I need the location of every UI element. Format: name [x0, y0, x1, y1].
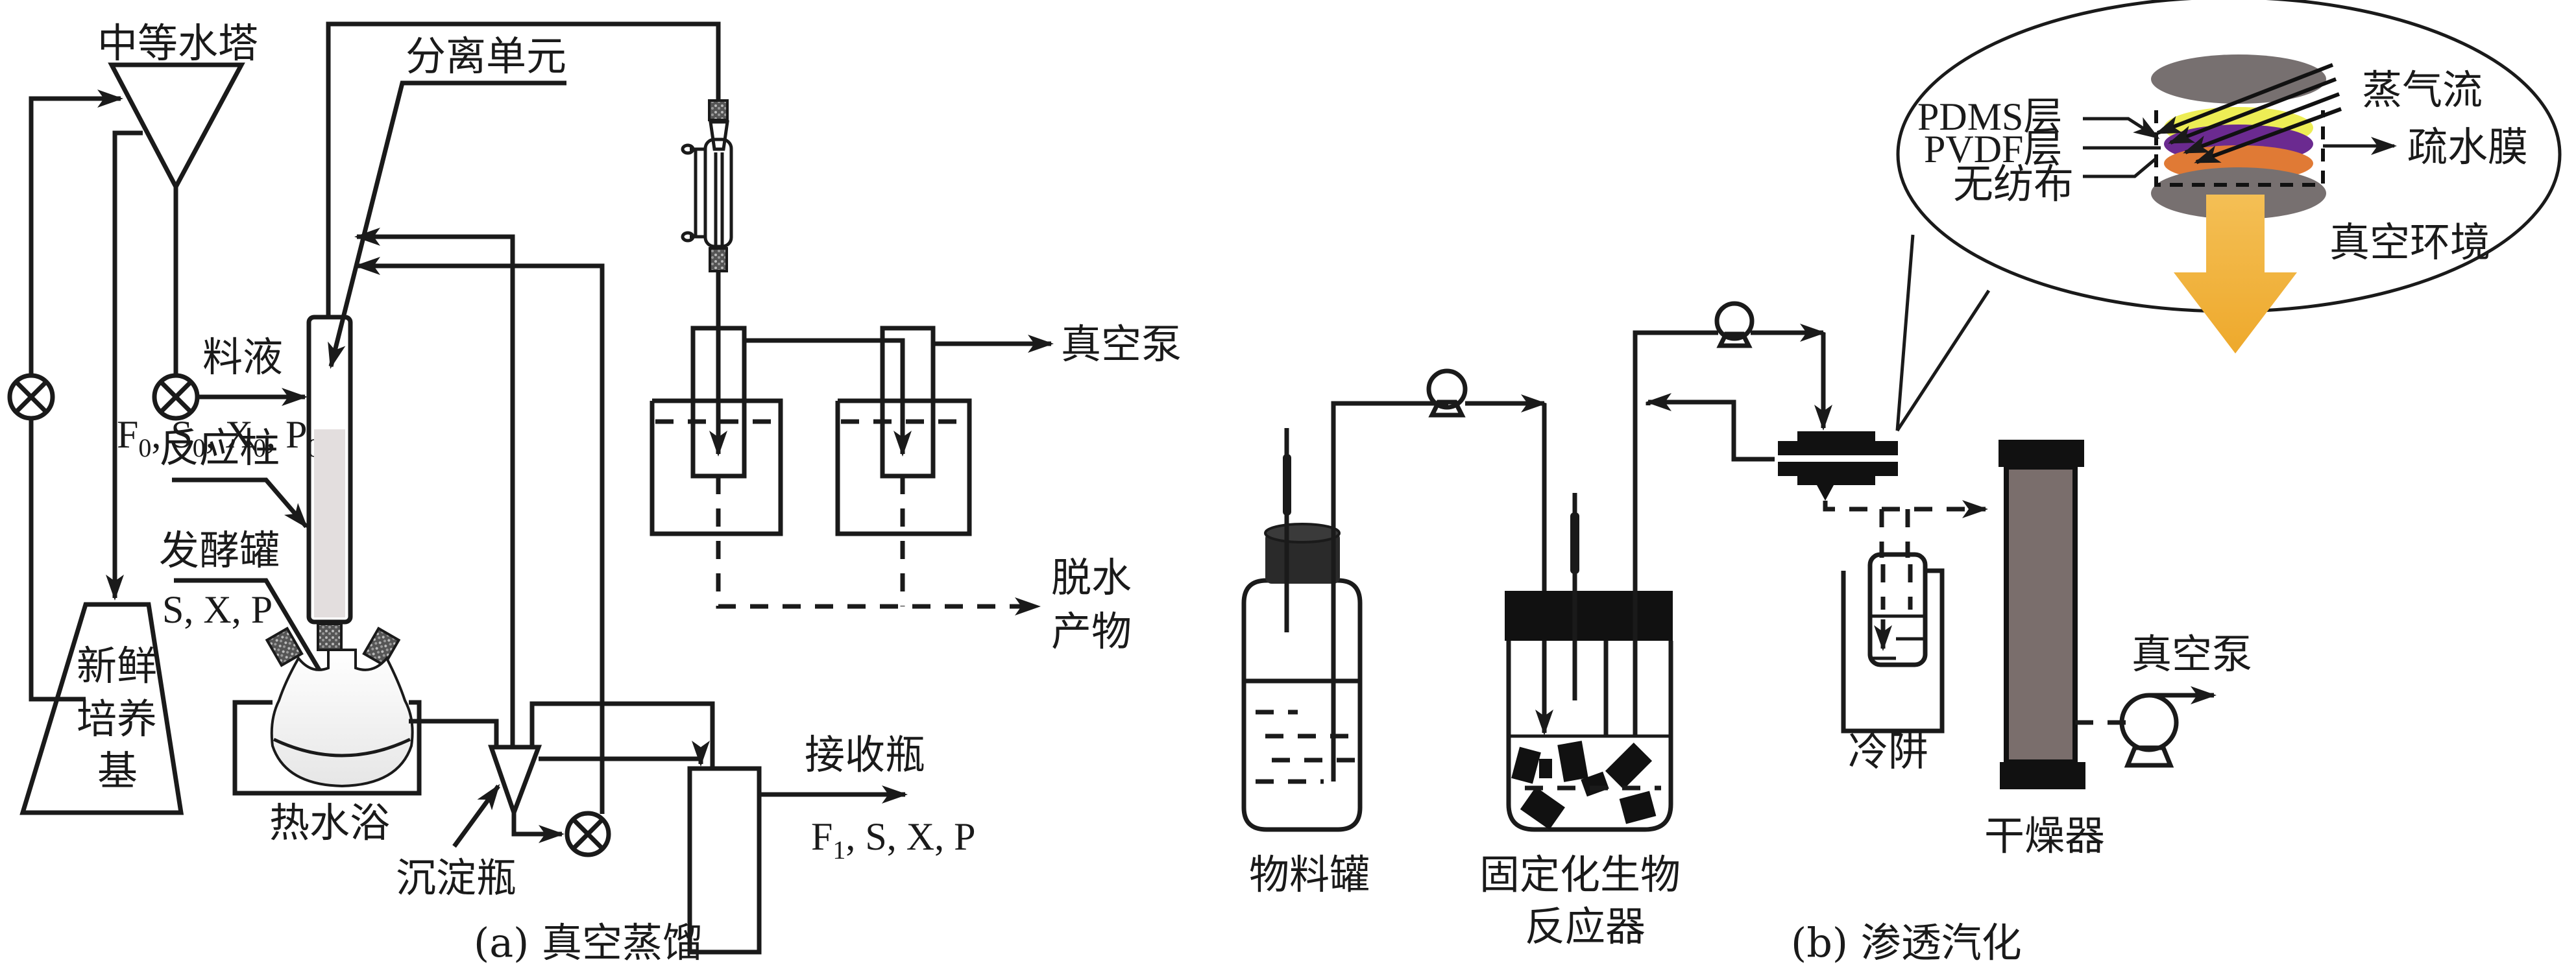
separation-unit-label: 分离单元	[406, 32, 566, 80]
pvdf-layer-label: PVDF层	[1924, 128, 2062, 171]
panel-a-vacuum-distillation: 中等水塔 料液 F0, S0, X0, P0 新鲜 培养 基	[7, 19, 1182, 966]
hot-water-bath-label: 热水浴	[269, 799, 390, 846]
bottom-valve-icon[interactable]	[565, 811, 611, 857]
settling-bottle	[488, 745, 542, 820]
feed-label: 料液	[202, 333, 283, 381]
condenser	[681, 99, 733, 272]
vacuum-pump-label-a: 真空泵	[1061, 320, 1182, 368]
panel-b-pervaporation: 物料罐 固定化生物 反应器	[1241, 0, 2562, 966]
membrane-module	[1778, 431, 1898, 501]
fresh-medium-label-3: 基	[97, 747, 138, 794]
feed-valve-icon[interactable]	[152, 373, 200, 421]
hot-water-bath	[232, 700, 422, 796]
hydrophobic-membrane-label: 疏水膜	[2407, 123, 2528, 171]
receiving-bottle	[687, 766, 762, 955]
nonwoven-label: 无纺布	[1953, 160, 2074, 208]
settling-bottle-label: 沉淀瓶	[396, 854, 516, 901]
reaction-column-label: 反应柱	[159, 424, 280, 472]
dehydrated-product-label-2: 产物	[1051, 608, 1132, 655]
bioreactor-label-2: 反应器	[1525, 903, 1646, 950]
water-tower	[108, 62, 245, 192]
water-tower-label: 中等水塔	[97, 19, 258, 67]
feed-tank-label: 物料罐	[1249, 851, 1370, 898]
fermenter-flask	[265, 623, 414, 788]
cold-trap-label: 冷阱	[1848, 728, 1928, 775]
fermenter-vars-label: S, X, P	[162, 588, 273, 631]
fresh-medium-label-1: 新鲜	[77, 642, 157, 689]
membrane-detail-callout	[1895, 0, 2562, 432]
fermenter-label: 发酵罐	[159, 527, 280, 574]
dryer	[1999, 440, 2085, 789]
pdms-layer-label: PDMS层	[1917, 95, 2062, 138]
feed-vars-label: F0, S0, X0, P0	[117, 413, 320, 462]
panel-b-caption: (b) 渗透汽化	[1791, 919, 2022, 966]
output-vars-label: F1, S, X, P	[811, 815, 975, 865]
fresh-medium-container	[19, 602, 184, 815]
immobilized-bioreactor	[1505, 493, 1673, 832]
fresh-medium-label-2: 培养	[77, 695, 157, 743]
pump-1-icon[interactable]	[1426, 368, 1468, 418]
recycle-valve-icon[interactable]	[7, 373, 55, 421]
vapor-flow-label: 蒸气流	[2362, 66, 2483, 113]
vacuum-pump-label-b: 真空泵	[2132, 630, 2252, 678]
vacuum-pump-icon[interactable]	[2119, 686, 2217, 768]
bioreactor-label-1: 固定化生物	[1479, 851, 1681, 898]
cold-trap-b	[1841, 552, 1945, 734]
vacuum-environment-label: 真空环境	[2329, 219, 2490, 266]
dryer-label: 干燥器	[1984, 812, 2105, 859]
pump-2-icon[interactable]	[1714, 301, 1755, 348]
cold-trap-2	[835, 326, 972, 536]
receiving-bottle-label: 接收瓶	[805, 731, 925, 778]
feed-tank	[1241, 428, 1363, 832]
panel-a-caption: (a) 真空蒸馏	[474, 919, 703, 966]
dehydrated-product-label-1: 脱水	[1051, 554, 1132, 601]
